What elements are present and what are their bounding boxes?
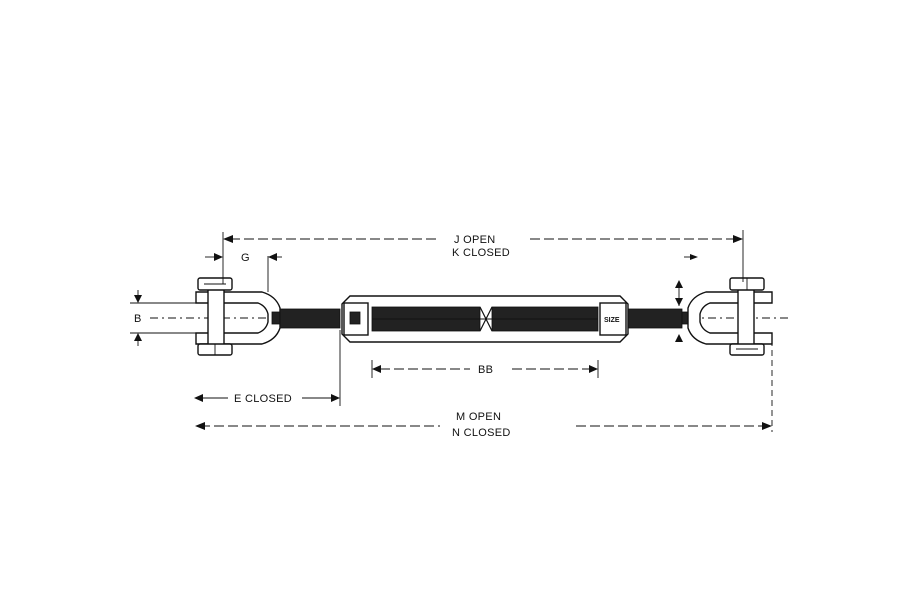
label-n-closed: N CLOSED <box>452 427 511 439</box>
label-j-open: J OPEN <box>454 234 496 246</box>
label-size: SIZE <box>604 317 620 324</box>
left-threaded-rod <box>279 308 341 329</box>
dim-j-k <box>222 230 744 284</box>
right-jaw-body <box>687 291 773 345</box>
right-pin-nut <box>729 343 765 356</box>
left-jaw <box>195 277 281 356</box>
right-collar <box>599 302 627 336</box>
turnbuckle-body <box>341 295 629 343</box>
label-e-closed: E CLOSED <box>234 393 292 405</box>
left-jaw-pin <box>207 283 225 353</box>
dim-right-jaw-gap <box>675 280 683 342</box>
right-threaded-rod <box>627 308 683 329</box>
dim-g <box>205 253 698 292</box>
label-m-open: M OPEN <box>456 411 501 423</box>
label-g: G <box>241 252 250 264</box>
dim-b <box>130 290 196 346</box>
dim-bb <box>371 360 599 378</box>
label-b: B <box>134 313 142 325</box>
label-bb: BB <box>478 364 493 376</box>
right-jaw <box>681 277 773 356</box>
left-collar-window <box>349 311 361 325</box>
label-k-closed: K CLOSED <box>452 247 510 259</box>
right-jaw-pin <box>737 283 755 353</box>
dim-m-n <box>195 340 773 432</box>
left-jaw-neck <box>271 311 281 325</box>
dim-e <box>194 330 341 406</box>
